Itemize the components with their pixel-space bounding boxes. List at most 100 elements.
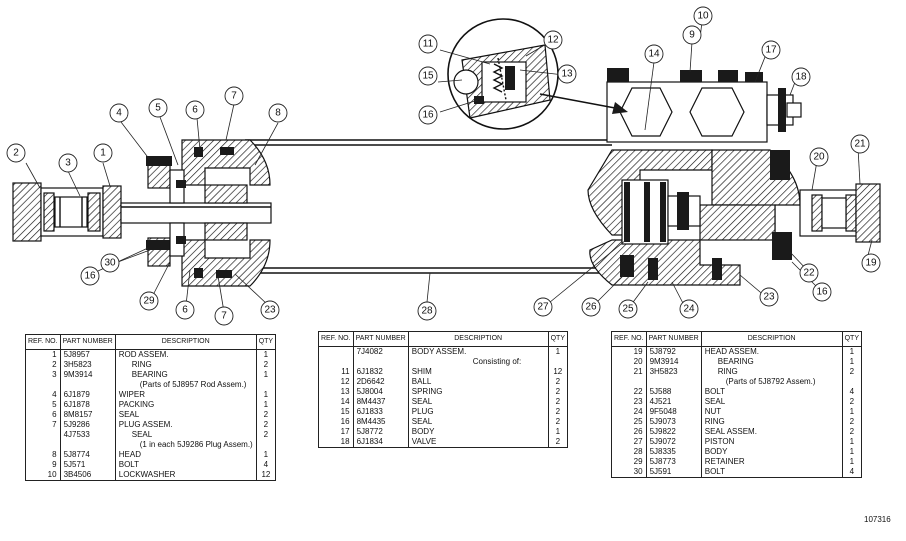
- svg-text:6: 6: [182, 305, 188, 316]
- svg-text:7: 7: [231, 91, 237, 102]
- callout-17: 17: [761, 40, 781, 60]
- cell-part: 5J9822: [645, 427, 702, 437]
- cell-ref: 30: [611, 467, 647, 478]
- cell-qty: 2: [547, 437, 568, 448]
- cell-ref: 22: [611, 387, 647, 397]
- cell-ref: 7: [25, 420, 61, 430]
- cell-qty: 1: [255, 370, 276, 380]
- cell-ref: 9: [25, 460, 61, 470]
- svg-text:12: 12: [547, 35, 559, 46]
- cell-qty: 4: [841, 467, 862, 478]
- cell-qty: [841, 377, 862, 387]
- cell-ref: 20: [611, 357, 647, 367]
- qty-header: QTY: [255, 334, 276, 350]
- cell-ref: [318, 357, 354, 367]
- cell-part: 3B4506: [59, 470, 116, 481]
- cell-ref: [25, 430, 61, 440]
- cell-part: 9M3914: [59, 370, 116, 380]
- svg-text:6: 6: [192, 105, 198, 116]
- description-header: DESCRIPTION: [407, 331, 549, 347]
- callout-15: 15: [418, 66, 438, 86]
- cell-desc: RING: [700, 367, 843, 377]
- cell-ref: 17: [318, 427, 354, 437]
- cell-ref: [318, 346, 354, 357]
- table-row: (Parts of 5J8957 Rod Assem.): [25, 380, 276, 390]
- cell-qty: 1: [255, 349, 276, 360]
- callout-16: 16: [418, 105, 438, 125]
- cell-qty: [255, 380, 276, 390]
- cell-ref: 16: [318, 417, 354, 427]
- cell-part: 5J571: [59, 460, 116, 470]
- svg-text:4: 4: [116, 108, 122, 119]
- cell-part: 5J9072: [645, 437, 702, 447]
- svg-text:20: 20: [813, 152, 825, 163]
- cell-ref: 10: [25, 470, 61, 481]
- cell-part: 8M8157: [59, 410, 116, 420]
- cell-ref: 15: [318, 407, 354, 417]
- description-header: DESCRIPTION: [700, 331, 843, 347]
- callout-10: 10: [693, 6, 713, 26]
- callout-30: 30: [100, 253, 120, 273]
- callout-2: 2: [6, 143, 26, 163]
- cell-qty: 1: [841, 437, 862, 447]
- cell-desc: HEAD ASSEM.: [700, 346, 843, 357]
- cell-desc: HEAD: [114, 450, 257, 460]
- part-number-header: PART NUMBER: [352, 331, 409, 347]
- cell-desc: (Parts of 5J8957 Rod Assem.): [114, 380, 257, 390]
- cell-ref: 29: [611, 457, 647, 467]
- callout-1: 1: [93, 143, 113, 163]
- cell-part: 5J8004: [352, 387, 409, 397]
- cell-desc: BEARING: [114, 370, 257, 380]
- callout-20: 20: [809, 147, 829, 167]
- cell-qty: 2: [841, 397, 862, 407]
- cell-part: 9M3914: [645, 357, 702, 367]
- cell-part: 5J8773: [645, 457, 702, 467]
- svg-text:2: 2: [13, 148, 19, 159]
- cell-qty: 1: [841, 346, 862, 357]
- cell-part: 5J588: [645, 387, 702, 397]
- callout-4: 4: [109, 103, 129, 123]
- callout-24: 24: [679, 299, 699, 319]
- cell-qty: 1: [841, 357, 862, 367]
- head-end-assembly: [587, 68, 881, 286]
- cell-desc: WIPER: [114, 390, 257, 400]
- cell-desc: PACKING: [114, 400, 257, 410]
- cell-ref: 11: [318, 367, 354, 377]
- callout-23: 23: [759, 287, 779, 307]
- svg-text:30: 30: [104, 258, 116, 269]
- svg-text:14: 14: [648, 49, 660, 60]
- svg-text:16: 16: [84, 271, 96, 282]
- cell-qty: 1: [255, 390, 276, 400]
- cell-desc: BODY: [700, 447, 843, 457]
- cell-desc: BOLT: [114, 460, 257, 470]
- cell-desc: (Parts of 5J8792 Assem.): [700, 377, 843, 387]
- cell-qty: 2: [255, 430, 276, 440]
- cell-part: 4J7533: [59, 430, 116, 440]
- cell-ref: 23: [611, 397, 647, 407]
- callout-12: 12: [543, 30, 563, 50]
- callout-19: 19: [861, 253, 881, 273]
- cylinder-tube: [245, 139, 612, 274]
- cell-qty: 2: [547, 377, 568, 387]
- cell-qty: 1: [841, 447, 862, 457]
- cell-qty: 1: [547, 427, 568, 437]
- cell-part: 5J8957: [59, 349, 116, 360]
- cell-part: 2D6642: [352, 377, 409, 387]
- cell-qty: 1: [255, 400, 276, 410]
- cell-ref: 4: [25, 390, 61, 400]
- callout-23: 23: [260, 300, 280, 320]
- cell-qty: 2: [547, 417, 568, 427]
- part-number-header: PART NUMBER: [59, 334, 116, 350]
